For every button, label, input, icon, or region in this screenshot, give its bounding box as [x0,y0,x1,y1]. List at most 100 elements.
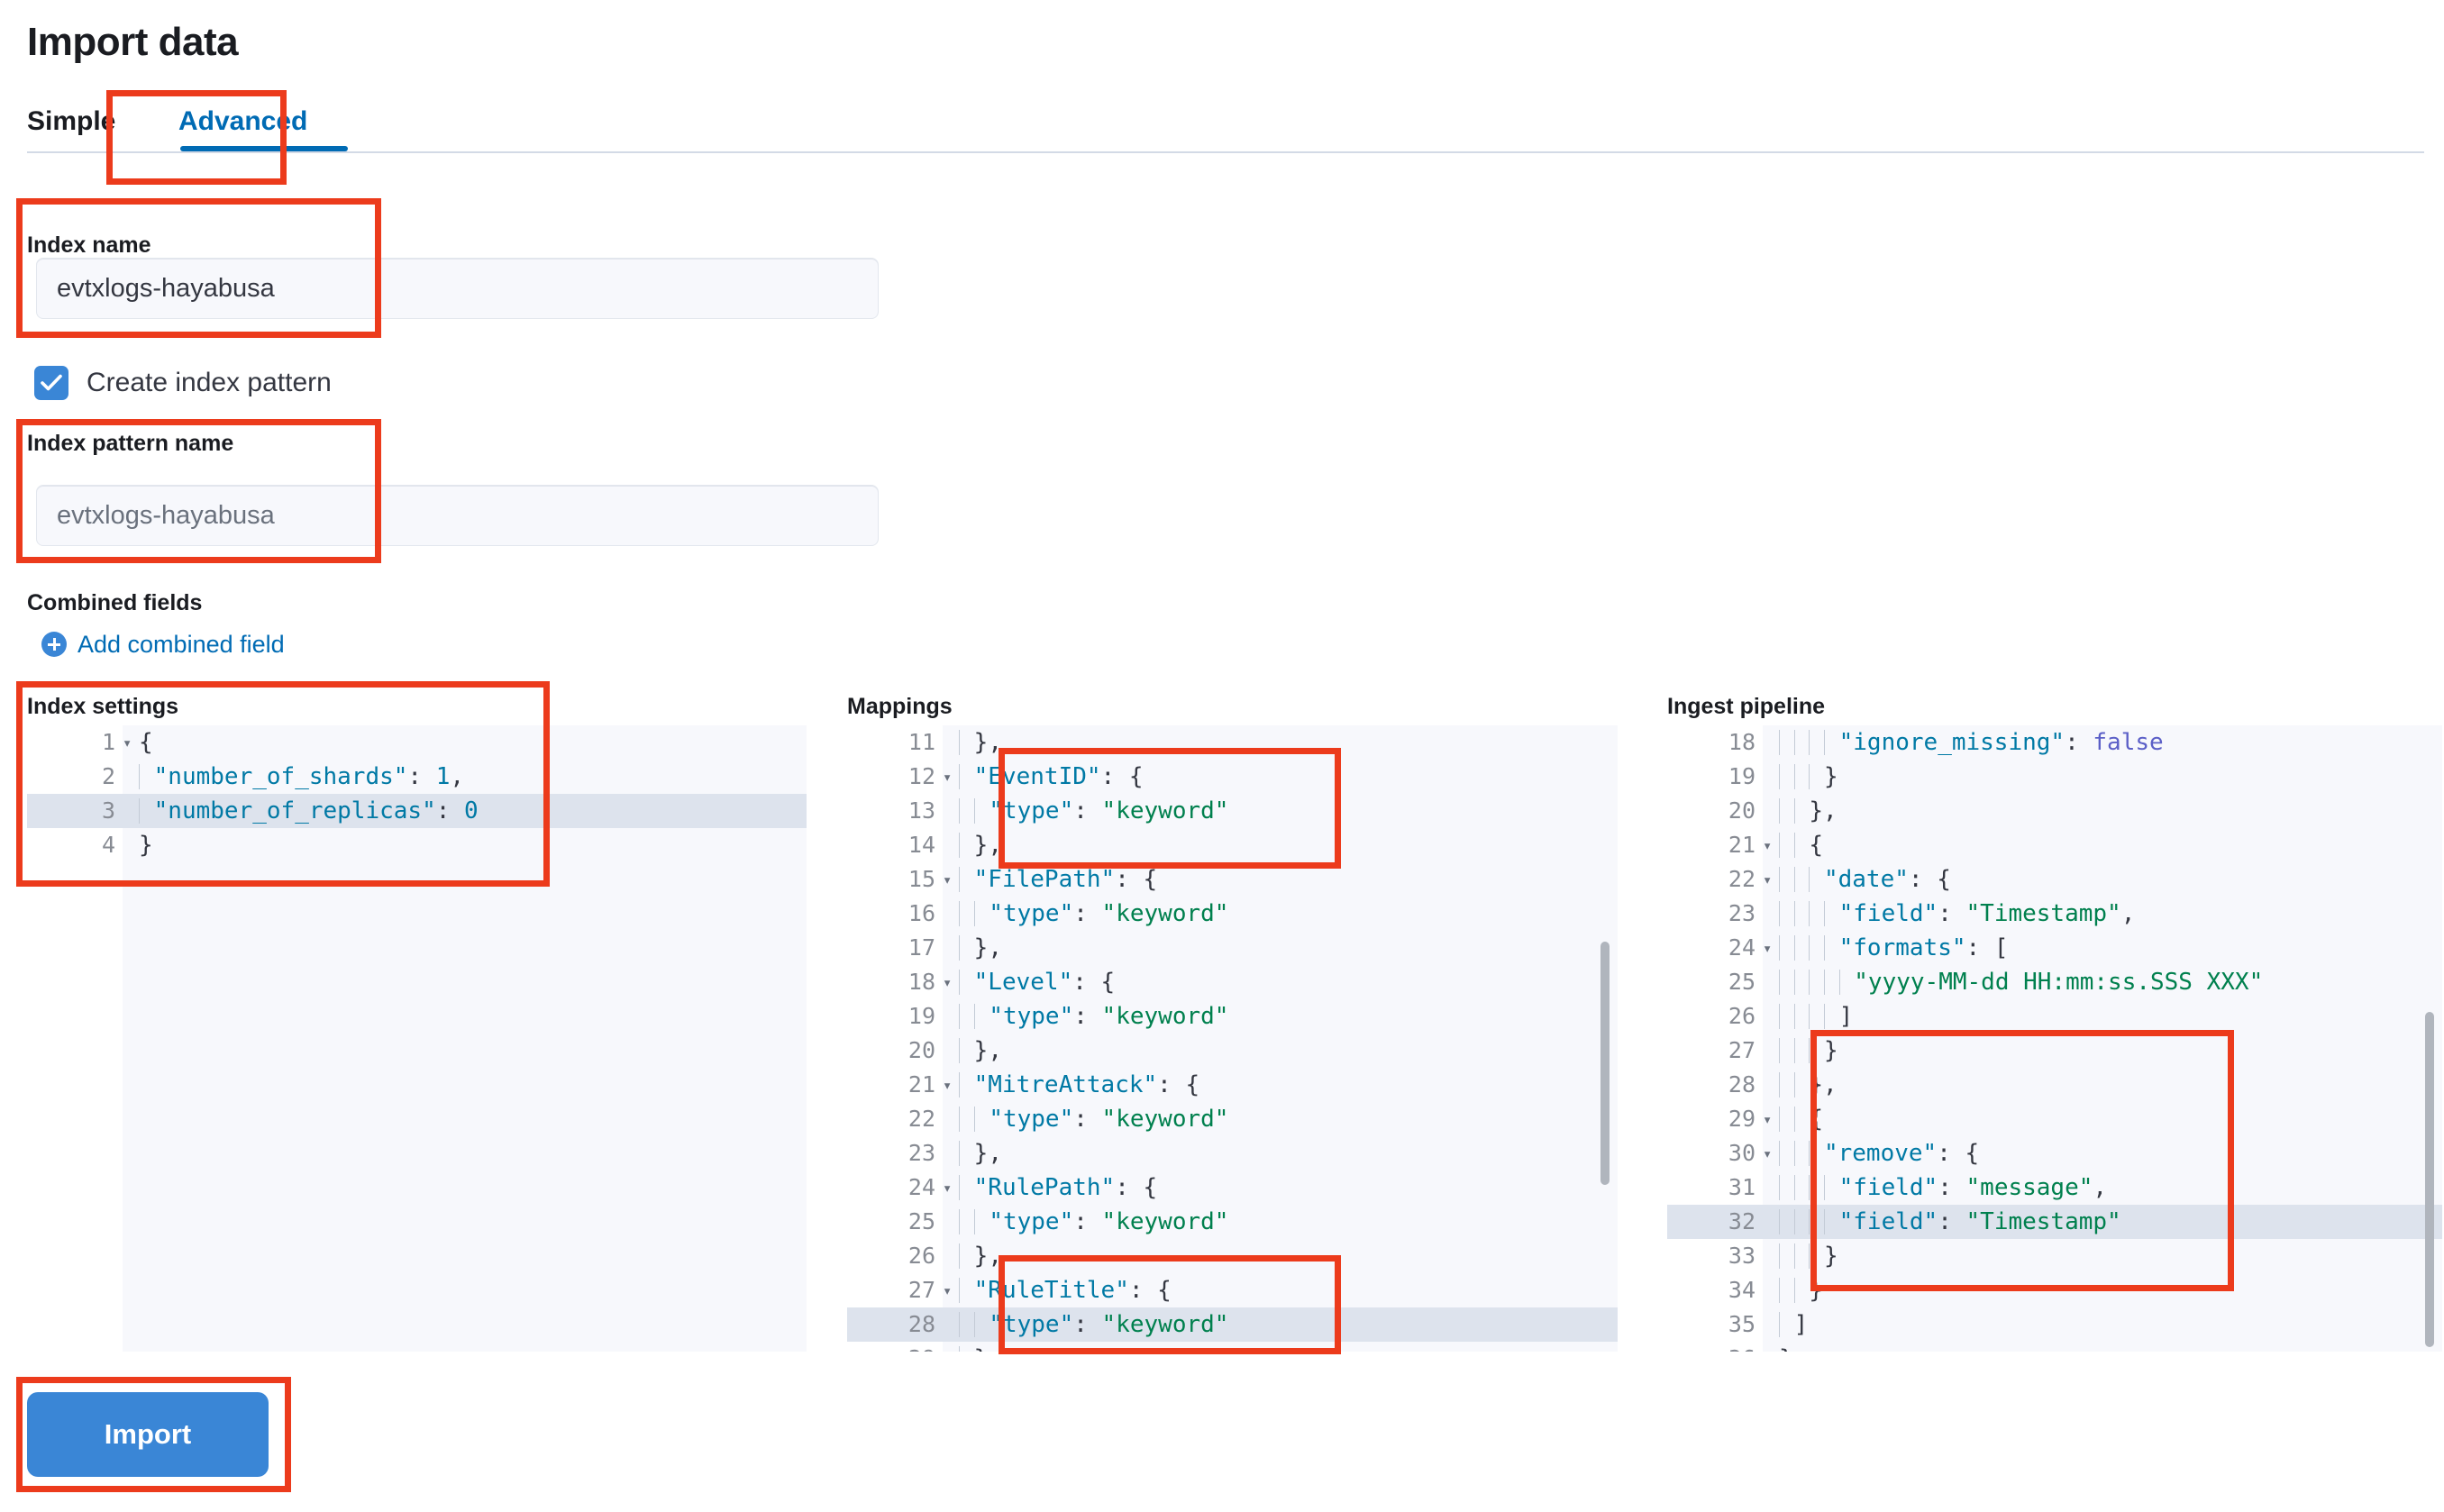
page-title: Import data [27,20,239,64]
code-line[interactable]: 4} [27,828,807,862]
fold-arrow-icon[interactable]: ▾ [943,974,953,992]
code-line[interactable]: 22▾ "date": { [1667,862,2442,897]
code-text: "type": "keyword" [943,1102,1618,1136]
code-text: } [1763,1273,2442,1307]
fold-arrow-icon[interactable]: ▾ [1763,940,1773,958]
fold-arrow-icon[interactable]: ▾ [1763,1111,1773,1129]
line-number: 1▾ [27,725,132,760]
line-number: 27▾ [847,1273,952,1307]
fold-arrow-icon[interactable]: ▾ [943,1077,953,1095]
code-line[interactable]: 3 "number_of_replicas": 0 [27,794,807,828]
code-text: }, [943,1136,1618,1170]
code-line[interactable]: 23 }, [847,1136,1618,1170]
tab-simple[interactable]: Simple [27,99,115,151]
code-line[interactable]: 28 }, [1667,1068,2442,1102]
fold-arrow-icon[interactable]: ▾ [943,1180,953,1198]
code-line[interactable]: 11 }, [847,725,1618,760]
code-line[interactable]: 20 }, [847,1034,1618,1068]
code-line[interactable]: 27▾ "RuleTitle": { [847,1273,1618,1307]
tab-simple-label: Simple [27,106,116,136]
code-line[interactable]: 17 }, [847,931,1618,965]
code-line[interactable]: 29▾ { [1667,1102,2442,1136]
code-line[interactable]: 18▾ "Level": { [847,965,1618,999]
code-text: } [123,828,807,862]
code-text: "field": "message", [1763,1170,2442,1205]
code-line[interactable]: 21▾ { [1667,828,2442,862]
code-line[interactable]: 26 }, [847,1239,1618,1273]
line-number: 17 [847,931,943,965]
code-line[interactable]: 31 "field": "message", [1667,1170,2442,1205]
code-text: { [1763,1102,2442,1136]
code-line[interactable]: 34 } [1667,1273,2442,1307]
code-line[interactable]: 18 "ignore_missing": false [1667,725,2442,760]
code-text: }, [943,1239,1618,1273]
code-line[interactable]: 33 } [1667,1239,2442,1273]
code-line[interactable]: 23 "field": "Timestamp", [1667,897,2442,931]
line-number: 23 [1667,897,1763,931]
index-settings-editor[interactable]: 1▾{2 "number_of_shards": 1,3 "number_of_… [27,725,807,1352]
index-settings-code[interactable]: 1▾{2 "number_of_shards": 1,3 "number_of_… [27,725,807,1352]
line-number: 18 [1667,725,1763,760]
fold-arrow-icon[interactable]: ▾ [1763,1145,1773,1163]
code-line[interactable]: 24▾ "RulePath": { [847,1170,1618,1205]
code-line[interactable]: 19 "type": "keyword" [847,999,1618,1034]
code-line[interactable]: 1▾{ [27,725,807,760]
code-line[interactable]: 14 }, [847,828,1618,862]
index-name-input[interactable]: evtxlogs-hayabusa [36,258,879,319]
fold-arrow-icon[interactable]: ▾ [943,769,953,787]
mappings-code[interactable]: 11 },12▾ "EventID": {13 "type": "keyword… [847,725,1618,1352]
code-line[interactable]: 16 "type": "keyword" [847,897,1618,931]
import-button[interactable]: Import [27,1392,269,1477]
index-pattern-name-input[interactable]: evtxlogs-hayabusa [36,485,879,546]
code-line[interactable]: 28 "type": "keyword" [847,1307,1618,1342]
code-line[interactable]: 29 }, [847,1342,1618,1352]
fold-arrow-icon[interactable]: ▾ [1763,837,1773,855]
add-combined-field-label: Add combined field [78,631,285,658]
code-line[interactable]: 25 "type": "keyword" [847,1205,1618,1239]
code-line[interactable]: 25 "yyyy-MM-dd HH:mm:ss.SSS XXX" [1667,965,2442,999]
line-number: 26 [847,1239,943,1273]
code-line[interactable]: 24▾ "formats": [ [1667,931,2442,965]
code-line[interactable]: 19 } [1667,760,2442,794]
fold-arrow-icon[interactable]: ▾ [1763,871,1773,889]
fold-arrow-icon[interactable]: ▾ [943,1282,953,1300]
plus-circle-icon [41,632,67,657]
code-line[interactable]: 21▾ "MitreAttack": { [847,1068,1618,1102]
code-line[interactable]: 20 }, [1667,794,2442,828]
line-number: 23 [847,1136,943,1170]
line-number: 34 [1667,1273,1763,1307]
line-number: 32 [1667,1205,1763,1239]
code-text: "type": "keyword" [943,794,1618,828]
fold-arrow-icon[interactable]: ▾ [943,871,953,889]
code-line[interactable]: 15▾ "FilePath": { [847,862,1618,897]
code-line[interactable]: 35 ] [1667,1307,2442,1342]
line-number: 33 [1667,1239,1763,1273]
ingest-pipeline-scrollbar[interactable] [2425,1012,2434,1347]
code-text: "type": "keyword" [943,897,1618,931]
line-number: 26 [1667,999,1763,1034]
code-line[interactable]: 36} [1667,1342,2442,1352]
mappings-scrollbar[interactable] [1600,942,1610,1185]
code-line[interactable]: 22 "type": "keyword" [847,1102,1618,1136]
code-text: }, [943,1342,1618,1352]
code-line[interactable]: 32 "field": "Timestamp" [1667,1205,2442,1239]
line-number: 15▾ [847,862,952,897]
fold-arrow-icon[interactable]: ▾ [123,734,132,752]
code-line[interactable]: 13 "type": "keyword" [847,794,1618,828]
line-number: 35 [1667,1307,1763,1342]
code-text: }, [943,1034,1618,1068]
tab-advanced[interactable]: Advanced [178,99,348,151]
code-line[interactable]: 30▾ "remove": { [1667,1136,2442,1170]
mappings-editor[interactable]: 11 },12▾ "EventID": {13 "type": "keyword… [847,725,1618,1352]
code-text: "remove": { [1763,1136,2442,1170]
code-line[interactable]: 26 ] [1667,999,2442,1034]
check-icon[interactable] [34,366,68,400]
code-line[interactable]: 27 } [1667,1034,2442,1068]
code-line[interactable]: 2 "number_of_shards": 1, [27,760,807,794]
code-text: "MitreAttack": { [943,1068,1618,1102]
code-text: } [1763,760,2442,794]
code-line[interactable]: 12▾ "EventID": { [847,760,1618,794]
line-number: 28 [847,1307,943,1342]
